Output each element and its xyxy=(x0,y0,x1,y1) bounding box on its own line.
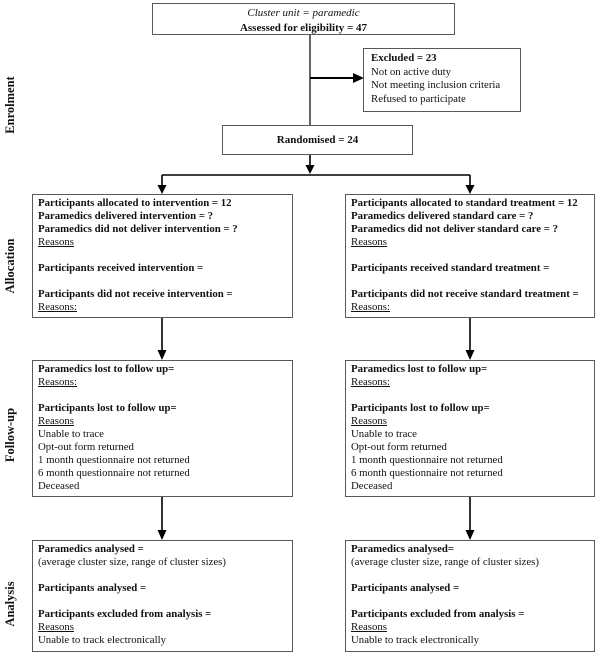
text-line: (average cluster size, range of cluster … xyxy=(351,556,539,568)
text-line xyxy=(351,389,589,402)
text-line: Participants analysed = xyxy=(38,582,147,594)
text-line: Cluster unit = paramedic xyxy=(247,7,360,19)
randomised-box: Randomised = 24 xyxy=(222,125,413,155)
allocation-standard-box: Participants allocated to standard treat… xyxy=(345,194,595,318)
text-line: Paramedics analysed = xyxy=(38,543,144,555)
text-line: Participants excluded from analysis = xyxy=(351,608,525,620)
text-line: Paramedics analysed= xyxy=(351,543,455,555)
text-line xyxy=(38,249,287,262)
stage-label-followup: Follow-up xyxy=(3,407,17,463)
down-arrowhead-icon xyxy=(157,530,167,540)
text-line: Unable to track electronically xyxy=(38,634,167,646)
followup-intervention-box: Paramedics lost to follow up=Reasons: Pa… xyxy=(32,360,293,497)
analysis-intervention-box: Paramedics analysed =(average cluster si… xyxy=(32,540,293,652)
text-line: Unable to trace xyxy=(351,428,417,440)
text-line xyxy=(38,595,287,608)
text-line: Reasons xyxy=(351,415,387,427)
allocation-intervention-box: Participants allocated to intervention =… xyxy=(32,194,293,318)
analysis-standard-box: Paramedics analysed=(average cluster siz… xyxy=(345,540,595,652)
text-line: Participants received intervention = xyxy=(38,262,204,274)
text-line: Excluded = 23 xyxy=(371,52,437,64)
followup-standard-box: Paramedics lost to follow up=Reasons: Pa… xyxy=(345,360,595,497)
text-line xyxy=(351,249,589,262)
text-line: Refused to participate xyxy=(371,92,466,105)
text-line: Participants received standard treatment… xyxy=(351,262,550,274)
text-line: Reasons: xyxy=(38,301,77,313)
text-line: Participants allocated to standard treat… xyxy=(351,197,578,209)
text-line: Paramedics delivered intervention = ? xyxy=(38,210,214,222)
text-line: Participants allocated to intervention =… xyxy=(38,197,232,209)
text-line: Paramedics lost to follow up= xyxy=(38,363,175,375)
stage-label-allocation: Allocation xyxy=(3,238,17,294)
down-arrowhead-icon xyxy=(465,185,475,194)
text-line: 6 month questionnaire not returned xyxy=(38,467,190,479)
text-line: Reasons: xyxy=(351,376,390,388)
text-line: 1 month questionnaire not returned xyxy=(351,454,503,466)
text-line: Participants analysed = xyxy=(351,582,460,594)
text-line: Participants lost to follow up= xyxy=(351,402,490,414)
text-line xyxy=(351,595,589,608)
text-line: 6 month questionnaire not returned xyxy=(351,467,503,479)
text-line: Participants did not receive standard tr… xyxy=(351,288,579,300)
down-arrowhead-icon xyxy=(157,185,167,194)
down-arrowhead-icon xyxy=(465,350,475,360)
text-line: Reasons xyxy=(351,236,387,248)
text-line: Assessed for eligibility = 47 xyxy=(239,21,368,34)
text-line: Paramedics did not deliver standard care… xyxy=(351,223,558,235)
text-line: Paramedics lost to follow up= xyxy=(351,363,488,375)
text-line xyxy=(351,569,589,582)
text-line: Deceased xyxy=(38,480,80,492)
text-line: Reasons: xyxy=(351,301,390,313)
text-line xyxy=(38,275,287,288)
text-line: Opt-out form returned xyxy=(351,441,447,453)
text-line xyxy=(38,569,287,582)
text-line: 1 month questionnaire not returned xyxy=(38,454,190,466)
text-line: Reasons xyxy=(38,415,74,427)
text-line: Reasons: xyxy=(38,376,77,388)
text-line: Not on active duty xyxy=(371,65,452,78)
text-line: Deceased xyxy=(351,480,393,492)
down-arrowhead-icon xyxy=(305,165,315,174)
text-line: Unable to track electronically xyxy=(351,634,480,646)
text-line: Unable to trace xyxy=(38,428,104,440)
text-line: Reasons xyxy=(38,236,74,248)
text-line: (average cluster size, range of cluster … xyxy=(38,556,226,568)
text-line xyxy=(351,275,589,288)
text-line: Participants excluded from analysis = xyxy=(38,608,212,620)
text-line: Not meeting inclusion criteria xyxy=(371,79,501,91)
text-line xyxy=(38,389,287,402)
text-line: Opt-out form returned xyxy=(38,441,134,453)
down-arrowhead-icon xyxy=(157,350,167,360)
stage-label-analysis: Analysis xyxy=(3,581,17,627)
text-line: Paramedics delivered standard care = ? xyxy=(351,210,534,222)
text-line: Randomised = 24 xyxy=(276,133,359,146)
text-line: Reasons xyxy=(351,621,387,633)
text-line: Paramedics did not deliver intervention … xyxy=(38,223,238,235)
down-arrowhead-icon xyxy=(465,530,475,540)
text-line: Participants did not receive interventio… xyxy=(38,288,233,300)
text-line: Reasons xyxy=(38,621,74,633)
text-line: Participants lost to follow up= xyxy=(38,402,177,414)
stage-label-enrolment: Enrolment xyxy=(3,76,17,134)
